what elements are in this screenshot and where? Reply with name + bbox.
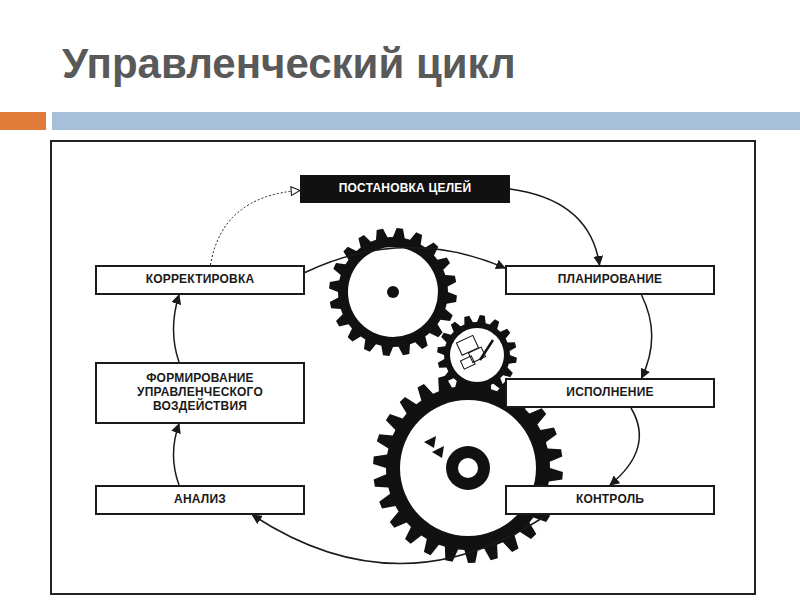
cycle-arrow bbox=[510, 189, 600, 265]
cycle-arrow bbox=[174, 424, 180, 485]
cycle-arrow bbox=[642, 295, 652, 378]
box-label: КОНТРОЛЬ bbox=[570, 493, 650, 507]
process-box: АНАЛИЗ bbox=[95, 485, 305, 515]
gear-mark bbox=[432, 446, 444, 458]
gear-mark bbox=[424, 436, 436, 448]
box-label: ПЛАНИРОВАНИЕ bbox=[552, 273, 669, 287]
accent-bar bbox=[0, 112, 46, 130]
gear-hub bbox=[446, 446, 490, 490]
document-sketch bbox=[460, 356, 475, 369]
box-label: АНАЛИЗ bbox=[168, 493, 232, 507]
cycle-arrow bbox=[174, 295, 180, 362]
gear-hub bbox=[387, 286, 399, 298]
process-box: КОРРЕКТИРОВКА bbox=[95, 265, 305, 295]
box-label: ФОРМИРОВАНИЕ УПРАВЛЕНЧЕСКОГО ВОЗДЕЙСТВИЯ bbox=[97, 372, 303, 413]
cycle-arrow bbox=[610, 408, 639, 485]
document-sketch bbox=[456, 335, 478, 355]
gear-body bbox=[329, 228, 457, 356]
pen-sketch bbox=[480, 340, 493, 360]
process-box: ИСПОЛНЕНИЕ bbox=[505, 378, 715, 408]
gear-face bbox=[400, 400, 536, 536]
process-box: ПЛАНИРОВАНИЕ bbox=[505, 265, 715, 295]
box-label: КОРРЕКТИРОВКА bbox=[140, 273, 261, 287]
box-label: ИСПОЛНЕНИЕ bbox=[560, 386, 659, 400]
goal-box: ПОСТАНОВКА ЦЕЛЕЙ bbox=[300, 175, 510, 203]
gear-face bbox=[348, 247, 438, 337]
process-box: ФОРМИРОВАНИЕ УПРАВЛЕНЧЕСКОГО ВОЗДЕЙСТВИЯ bbox=[95, 362, 305, 424]
box-label: ПОСТАНОВКА ЦЕЛЕЙ bbox=[333, 182, 478, 196]
header-bar bbox=[52, 112, 800, 130]
cycle-arrow bbox=[253, 515, 548, 564]
gear-face bbox=[450, 328, 504, 382]
cycle-arrow bbox=[305, 248, 505, 273]
dotted-arrow bbox=[211, 190, 301, 265]
diagram-frame bbox=[51, 141, 755, 594]
gear-hole bbox=[458, 458, 478, 478]
process-box: КОНТРОЛЬ bbox=[505, 485, 715, 515]
slide-title: Управленческий цикл bbox=[62, 40, 516, 88]
